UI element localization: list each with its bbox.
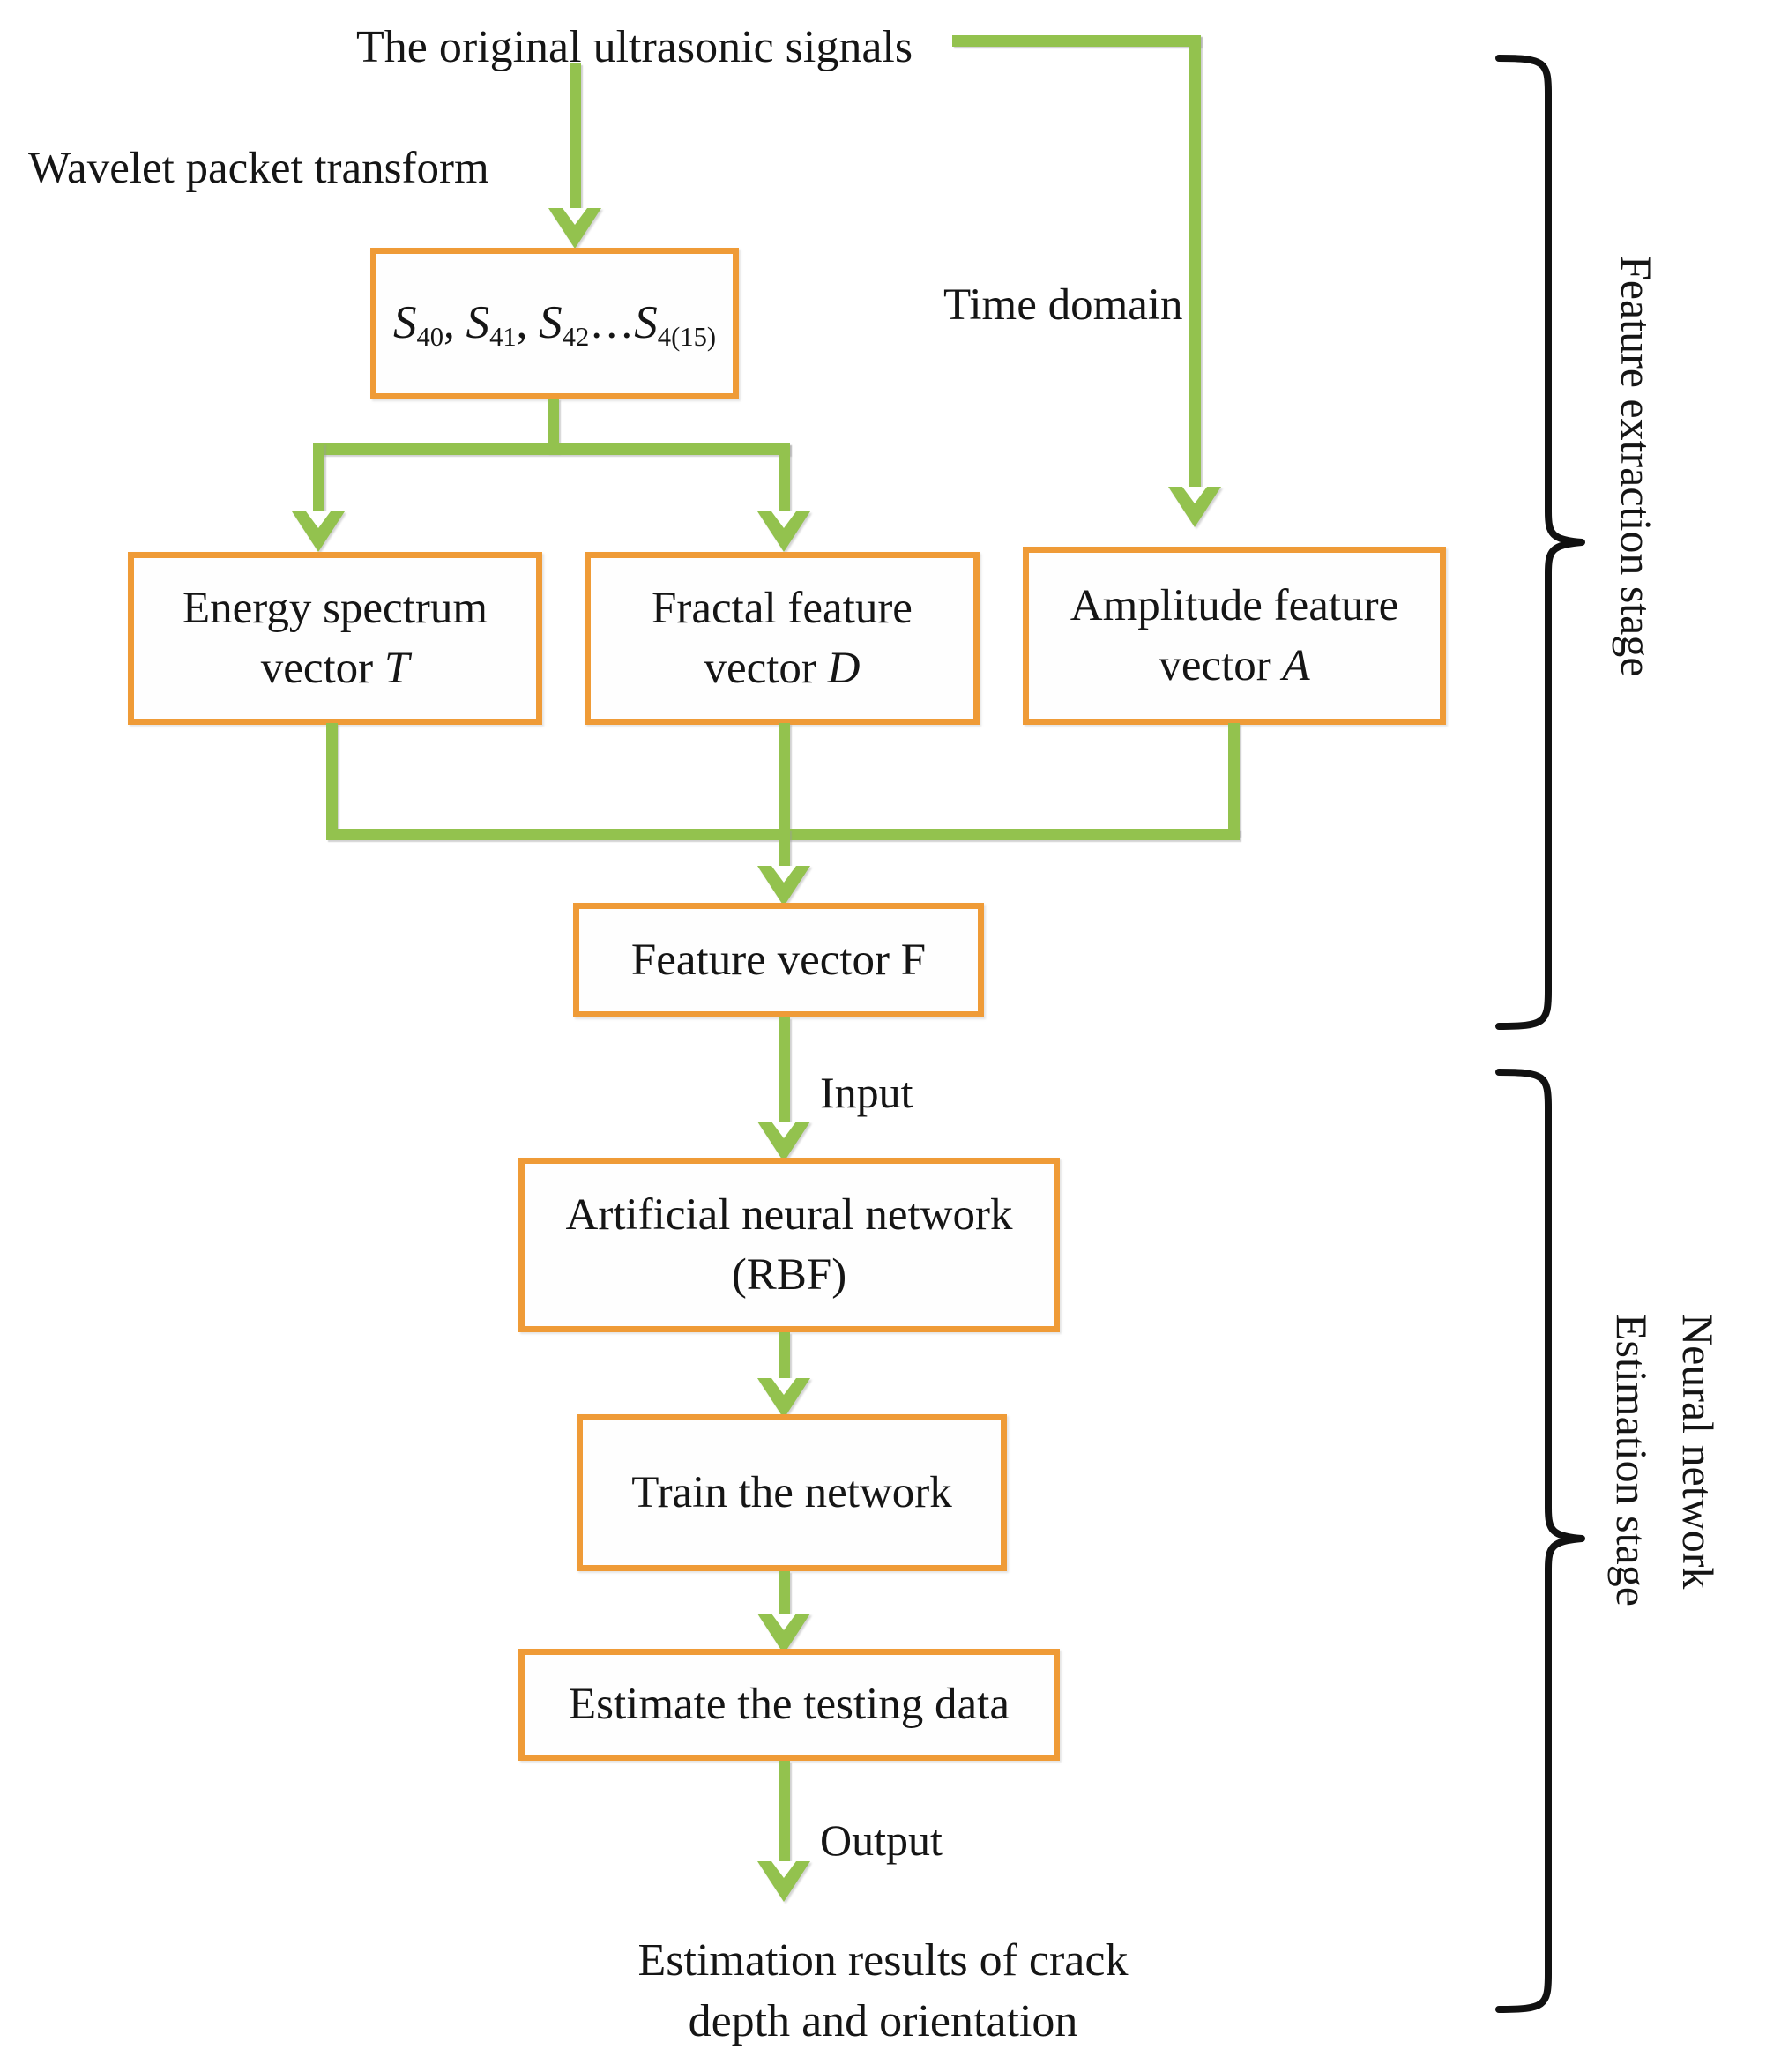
box-fractal-feature-text: Fractal feature vector D [643, 578, 921, 699]
connector-label-input: Input [820, 1068, 913, 1117]
connector-ann-to-train [779, 1332, 790, 1387]
page-title: The original ultrasonic signals [356, 22, 913, 72]
coeff-sep-0: , [443, 298, 466, 348]
box-energy-spectrum-vector[interactable]: Energy spectrum vector T [128, 552, 542, 725]
connector-label-output: Output [820, 1815, 943, 1865]
coeff-sub-2: 42 [562, 322, 590, 353]
energy-line1: Energy spectrum [182, 583, 488, 633]
coeff-s-1: S [466, 296, 490, 348]
coeff-s-3: S [634, 296, 658, 348]
final-result-line2: depth and orientation [688, 1995, 1078, 2046]
brace-label-estimation-stage: Estimation stage [1607, 1314, 1657, 1606]
connector-signals-to-coeffs-line [570, 63, 581, 215]
fractal-line2-prefix: vector [704, 644, 828, 693]
box-estimate-testing-data-text: Estimate the testing data [569, 1680, 1010, 1730]
ann-line1: Artificial neural network [565, 1189, 1013, 1240]
connector-coeffs-drop [548, 399, 559, 453]
brace-label-neural-network: Neural network [1673, 1314, 1723, 1590]
connector-merge-to-fvec [779, 829, 790, 875]
annotation-wavelet-packet-transform: Wavelet packet transform [28, 144, 489, 193]
box-amplitude-feature-text: Amplitude feature vector A [1062, 576, 1407, 697]
annotation-time-domain: Time domain [943, 280, 1183, 330]
amplitude-line1: Amplitude feature [1069, 580, 1399, 630]
connector-timedomain-vertical [1189, 35, 1201, 494]
arrowhead-train-to-estimate [757, 1614, 810, 1654]
arrowhead-merge-to-fvec [757, 866, 810, 906]
box-amplitude-feature-vector[interactable]: Amplitude feature vector A [1023, 547, 1446, 725]
amplitude-symbol: A [1282, 641, 1310, 690]
connector-fvec-to-ann [779, 1017, 790, 1129]
box-wavelet-coefficients[interactable]: S40, S41, S42…S4(15) [370, 248, 739, 399]
energy-symbol: T [384, 644, 410, 693]
brace-neural-network-estimation [1495, 1069, 1585, 2013]
arrowhead-estimate-to-results [757, 1861, 810, 1902]
box-energy-spectrum-text: Energy spectrum vector T [174, 578, 496, 699]
box-train-the-network[interactable]: Train the network [577, 1414, 1007, 1571]
coeff-ellipsis: … [589, 298, 635, 348]
connector-coeffs-split-bar [313, 443, 790, 455]
connector-amplitude-down [1228, 723, 1240, 836]
fractal-line1: Fractal feature [652, 583, 913, 633]
arrowhead-timedomain-to-amplitude [1168, 487, 1221, 527]
ann-line2: (RBF) [731, 1250, 847, 1300]
amplitude-line2-prefix: vector [1159, 641, 1283, 690]
connector-to-energy-vertical [313, 443, 324, 521]
box-estimate-testing-data[interactable]: Estimate the testing data [518, 1649, 1060, 1761]
final-result-text: Estimation results of crack depth and or… [0, 1931, 1766, 2052]
brace-label-feature-extraction-stage: Feature extraction stage [1612, 256, 1661, 677]
coeff-sub-1: 41 [489, 322, 517, 353]
connector-to-fractal-vertical [779, 443, 790, 521]
arrowhead-to-fractal [757, 511, 810, 552]
connector-timedomain-horizontal [952, 35, 1201, 47]
brace-feature-extraction [1495, 55, 1585, 1030]
arrowhead-fvec-to-ann [757, 1122, 810, 1162]
coeff-sep-1: , [516, 298, 540, 348]
coeff-sub-0: 40 [416, 322, 444, 353]
connector-energy-down [326, 723, 338, 836]
box-train-the-network-text: Train the network [631, 1467, 952, 1517]
final-result-line1: Estimation results of crack [637, 1935, 1129, 1986]
box-feature-vector-f[interactable]: Feature vector F [573, 903, 984, 1017]
connector-train-to-estimate [779, 1571, 790, 1624]
arrowhead-ann-to-train [757, 1378, 810, 1419]
box-fractal-feature-vector[interactable]: Fractal feature vector D [585, 552, 980, 725]
energy-line2-prefix: vector [260, 644, 384, 693]
coeff-s-0: S [392, 296, 417, 348]
coeff-s-2: S [539, 296, 563, 348]
arrowhead-signals-to-coeffs [548, 208, 601, 249]
box-wavelet-coefficients-text: S40, S41, S42…S4(15) [384, 292, 725, 355]
connector-fractal-down [779, 723, 790, 836]
arrowhead-to-energy [292, 511, 345, 552]
fractal-symbol: D [827, 644, 861, 693]
coeff-sub-3: 4(15) [657, 322, 717, 353]
box-artificial-neural-network[interactable]: Artificial neural network (RBF) [518, 1158, 1060, 1332]
box-feature-vector-f-text: Feature vector F [630, 935, 927, 985]
connector-estimate-to-results [779, 1761, 790, 1870]
box-artificial-neural-network-text: Artificial neural network (RBF) [557, 1185, 1022, 1306]
